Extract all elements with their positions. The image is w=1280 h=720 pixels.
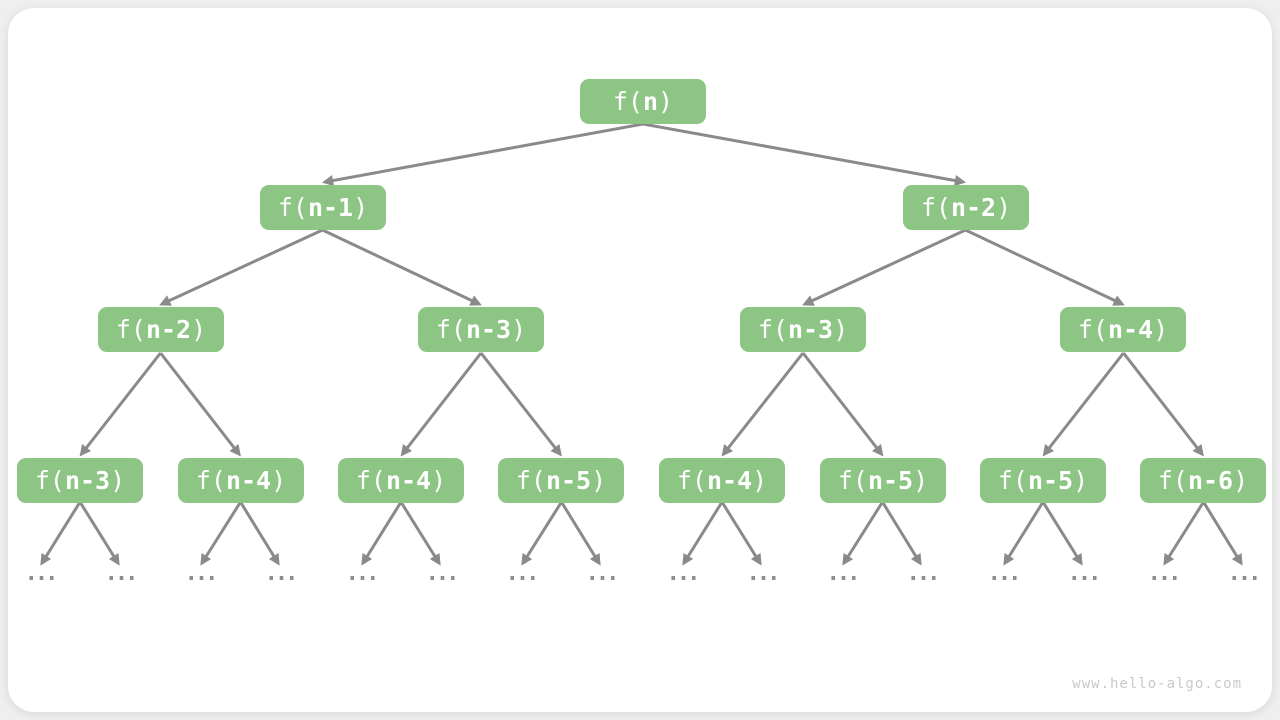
ellipsis: ... [24,561,59,586]
node-text-prefix: f( [837,466,868,495]
node-text-suffix: ) [752,466,768,495]
node-text-prefix: f( [115,315,146,344]
node-text-arg: n-2 [950,193,997,222]
ellipsis: ... [104,561,139,586]
node-text-arg: n-5 [1027,466,1074,495]
ellipsis: ... [906,561,941,586]
node-text-prefix: f( [920,193,951,222]
node-text-suffix: ) [271,466,287,495]
node-text-arg: n [642,87,659,116]
node-text-arg: n-4 [706,466,753,495]
node-text-suffix: ) [431,466,447,495]
node-text-suffix: ) [353,193,369,222]
node-text-arg: n-5 [545,466,592,495]
node-text-arg: n-3 [64,466,111,495]
node-text-arg: n-4 [385,466,432,495]
tree-node: f(n-5) [820,458,946,503]
ellipsis: ... [746,561,781,586]
node-text-arg: n-3 [465,315,512,344]
node-text-suffix: ) [511,315,527,344]
node-text-arg: n-4 [225,466,272,495]
tree-node: f(n-1) [260,185,386,230]
node-text-prefix: f( [1077,315,1108,344]
ellipsis: ... [425,561,460,586]
node-text-arg: n-4 [1107,315,1154,344]
node-text-suffix: ) [191,315,207,344]
ellipsis: ... [505,561,540,586]
node-text-prefix: f( [757,315,788,344]
tree-node: f(n-2) [903,185,1029,230]
ellipsis: ... [1067,561,1102,586]
tree-node: f(n-3) [17,458,143,503]
watermark: www.hello-algo.com [1072,676,1242,692]
node-text-prefix: f( [34,466,65,495]
ellipsis: ... [184,561,219,586]
node-text-prefix: f( [612,87,643,116]
node-text-arg: n-3 [787,315,834,344]
tree-node: f(n-5) [980,458,1106,503]
node-text-suffix: ) [1233,466,1249,495]
node-text-prefix: f( [515,466,546,495]
node-text-prefix: f( [355,466,386,495]
node-text-arg: n-2 [145,315,192,344]
tree-node: f(n-6) [1140,458,1266,503]
node-text-suffix: ) [591,466,607,495]
tree-node: f(n-4) [178,458,304,503]
tree-node: f(n-4) [338,458,464,503]
ellipsis: ... [666,561,701,586]
node-text-prefix: f( [676,466,707,495]
node-text-prefix: f( [277,193,308,222]
ellipsis: ... [585,561,620,586]
node-text-arg: n-1 [307,193,354,222]
node-text-suffix: ) [833,315,849,344]
ellipsis: ... [345,561,380,586]
ellipsis: ... [1227,561,1262,586]
node-text-suffix: ) [1073,466,1089,495]
ellipsis: ... [826,561,861,586]
node-text-prefix: f( [195,466,226,495]
tree-node: f(n-3) [740,307,866,352]
node-text-suffix: ) [996,193,1012,222]
ellipsis: ... [987,561,1022,586]
node-text-prefix: f( [435,315,466,344]
tree-node: f(n-3) [418,307,544,352]
tree-node: f(n-4) [659,458,785,503]
tree-node: f(n-4) [1060,307,1186,352]
node-text-arg: n-6 [1187,466,1234,495]
ellipsis: ... [1147,561,1182,586]
node-text-suffix: ) [1153,315,1169,344]
node-text-suffix: ) [658,87,674,116]
tree-node-root: f(n) [580,79,706,124]
node-text-prefix: f( [1157,466,1188,495]
node-text-arg: n-5 [867,466,914,495]
node-text-suffix: ) [110,466,126,495]
node-text-suffix: ) [913,466,929,495]
node-text-prefix: f( [997,466,1028,495]
tree-node: f(n-2) [98,307,224,352]
tree-node: f(n-5) [498,458,624,503]
ellipsis: ... [264,561,299,586]
